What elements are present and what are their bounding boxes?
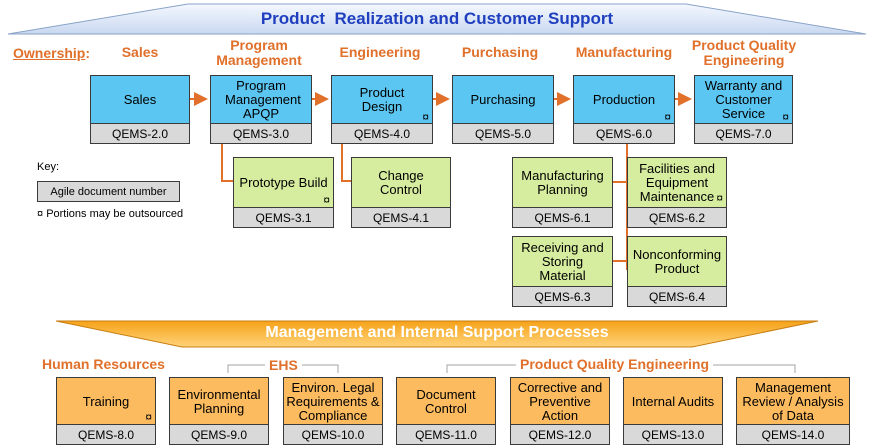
- process-product-design[interactable]: Product Design ¤ QEMS-4.0: [331, 75, 433, 144]
- process-label: Manufacturing Planning: [521, 168, 604, 197]
- process-sales[interactable]: Sales QEMS-2.0: [90, 75, 190, 144]
- document-number: QEMS-6.0: [574, 123, 674, 143]
- bottom-banner: [55, 320, 819, 348]
- outsourced-icon: ¤: [664, 110, 671, 124]
- document-number: QEMS-2.0: [91, 123, 189, 143]
- outsourced-icon: ¤: [422, 110, 429, 124]
- document-number: QEMS-4.0: [332, 123, 432, 143]
- process-prototype-build[interactable]: Prototype Build ¤ QEMS-3.1: [233, 157, 334, 228]
- outsourced-icon: ¤: [782, 110, 789, 124]
- process-label: Environmental Planning: [177, 386, 261, 416]
- document-number: QEMS-10.0: [284, 424, 382, 444]
- process-label: Warranty and Customer Service: [704, 78, 783, 121]
- process-purchasing[interactable]: Purchasing QEMS-5.0: [452, 75, 554, 144]
- document-number: QEMS-11.0: [397, 424, 495, 444]
- owner-program-management: Program Management: [216, 37, 302, 68]
- document-number: QEMS-8.0: [57, 424, 155, 444]
- owner-engineering: Engineering: [339, 44, 421, 60]
- process-document-control[interactable]: Document Control QEMS-11.0: [396, 377, 496, 445]
- process-environ-legal-requirements[interactable]: Environ. Legal Requirements & Compliance…: [283, 377, 383, 445]
- key-document-number: Agile document number: [37, 181, 180, 202]
- owner-manufacturing: Manufacturing: [575, 44, 673, 60]
- process-label: Prototype Build: [239, 175, 328, 190]
- process-label: Purchasing: [470, 92, 536, 107]
- document-number: QEMS-7.0: [695, 123, 792, 143]
- document-number: QEMS-4.1: [352, 207, 450, 227]
- process-label: Training: [82, 393, 130, 409]
- group-ehs: EHS: [265, 357, 302, 373]
- process-production[interactable]: Production ¤ QEMS-6.0: [573, 75, 675, 144]
- key-outsourced: ¤ Portions may be outsourced: [37, 208, 183, 220]
- owner-purchasing: Purchasing: [461, 44, 539, 60]
- process-facilities-equipment-maintenance[interactable]: Facilities and Equipment Maintenance ¤ Q…: [627, 157, 727, 228]
- group-product-quality-engineering: Product Quality Engineering: [516, 356, 714, 372]
- process-label: Production: [592, 92, 656, 107]
- outsourced-icon: ¤: [145, 410, 152, 424]
- document-number: QEMS-3.1: [234, 207, 333, 227]
- process-environmental-planning[interactable]: Environmental Planning QEMS-9.0: [169, 377, 269, 445]
- outsourced-icon: ¤: [323, 193, 330, 207]
- process-label: Nonconforming Product: [632, 247, 722, 276]
- document-number: QEMS-6.3: [513, 286, 612, 306]
- ownership-label-colon: :: [85, 45, 91, 61]
- document-number: QEMS-3.0: [211, 123, 311, 143]
- process-label: Facilities and Equipment Maintenance: [639, 161, 715, 204]
- group-human-resources: Human Resources: [38, 356, 169, 372]
- process-warranty-customer-service[interactable]: Warranty and Customer Service ¤ QEMS-7.0: [694, 75, 793, 144]
- process-label: Sales: [123, 92, 157, 107]
- document-number: QEMS-9.0: [170, 424, 268, 444]
- process-receiving-storing-material[interactable]: Receiving and Storing Material QEMS-6.3: [512, 236, 613, 307]
- document-number: QEMS-5.0: [453, 123, 553, 143]
- outsourced-icon: ¤: [716, 191, 723, 205]
- process-change-control[interactable]: Change Control QEMS-4.1: [351, 157, 451, 228]
- key-outsourced-label: Portions may be outsourced: [46, 208, 184, 220]
- process-training[interactable]: Training ¤ QEMS-8.0: [56, 377, 156, 445]
- key-title: Key:: [37, 161, 60, 173]
- process-label: Management Review / Analysis of Data: [742, 379, 844, 423]
- document-number: QEMS-12.0: [511, 424, 609, 444]
- process-management-review[interactable]: Management Review / Analysis of Data QEM…: [736, 377, 850, 445]
- process-manufacturing-planning[interactable]: Manufacturing Planning QEMS-6.1: [512, 157, 613, 228]
- document-number: QEMS-6.4: [628, 286, 726, 306]
- process-label: Program Management APQP: [225, 78, 301, 121]
- process-nonconforming-product[interactable]: Nonconforming Product QEMS-6.4: [627, 236, 727, 307]
- ownership-label: Ownership:: [13, 45, 90, 61]
- top-banner: [7, 3, 867, 35]
- bottom-banner-title: Management and Internal Support Processe…: [265, 324, 609, 341]
- document-number: QEMS-13.0: [624, 424, 722, 444]
- process-corrective-preventive-action[interactable]: Corrective and Preventive Action QEMS-12…: [510, 377, 610, 445]
- outsourced-icon: ¤: [37, 208, 44, 220]
- process-label: Environ. Legal Requirements & Compliance: [286, 379, 380, 423]
- process-label: Change Control: [378, 168, 424, 197]
- branch-change-control: [341, 144, 351, 182]
- document-number: QEMS-14.0: [737, 424, 849, 444]
- process-label: Corrective and Preventive Action: [517, 379, 603, 423]
- process-label: Internal Audits: [631, 393, 715, 409]
- owner-product-quality-engineering: Product Quality Engineering: [691, 37, 797, 68]
- owner-sales: Sales: [121, 44, 159, 60]
- process-internal-audits[interactable]: Internal Audits QEMS-13.0: [623, 377, 723, 445]
- ownership-label-text: Ownership: [13, 45, 86, 61]
- branch-prototype: [221, 144, 233, 182]
- document-number: QEMS-6.1: [513, 207, 612, 227]
- process-label: Document Control: [416, 386, 476, 416]
- document-number: QEMS-6.2: [628, 207, 726, 227]
- process-program-management[interactable]: Program Management APQP QEMS-3.0: [210, 75, 312, 144]
- process-label: Product Design: [359, 85, 405, 114]
- top-banner-title: Product Realization and Customer Support: [260, 9, 614, 28]
- process-label: Receiving and Storing Material: [521, 240, 604, 283]
